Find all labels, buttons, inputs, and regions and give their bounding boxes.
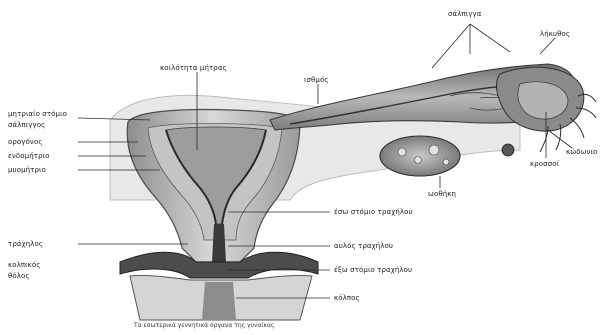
label-oothiki: ωοθήκη — [428, 190, 456, 198]
label-koilotita: κοιλότητα μήτρας — [160, 64, 227, 72]
label-tholos: θόλος — [8, 272, 30, 280]
label-eso-stomio: έσω στόμιο τραχήλου — [334, 208, 413, 216]
label-myomitrio: μυομήτριο — [8, 166, 46, 174]
label-exo-stomio: έξω στόμιο τραχήλου — [334, 266, 412, 274]
vaginal-canal — [202, 282, 236, 320]
label-kodonio: κώδωνιο — [566, 148, 597, 156]
label-kossoi: κροσσοί — [530, 160, 559, 168]
label-salpinges: σάλπιγγα — [448, 10, 481, 18]
ovary — [380, 136, 460, 176]
label-isthmos: ισθμός — [304, 76, 329, 84]
cervical-canal — [212, 224, 226, 262]
label-salpingos: σάλπιγγος — [8, 121, 45, 129]
label-mitriaio-stomio: μητριαίο στόμιο — [8, 110, 67, 118]
ovary-follicle-small — [502, 144, 514, 156]
label-avlos: αυλός τραχήλου — [334, 242, 393, 250]
label-kolpikos: κολπικός — [8, 261, 40, 269]
label-lekythos: λήκυθος — [540, 30, 570, 38]
label-kolpos: κόλπος — [334, 294, 360, 302]
figure-caption: Τα εσωτερικά γεννητικά όργανα της γυναίκ… — [134, 322, 274, 329]
label-trachilos: τράχηλος — [8, 240, 43, 248]
label-endomitrio: ενδομήτριο — [8, 152, 49, 160]
label-orogonos: ορογόνος — [8, 138, 43, 146]
